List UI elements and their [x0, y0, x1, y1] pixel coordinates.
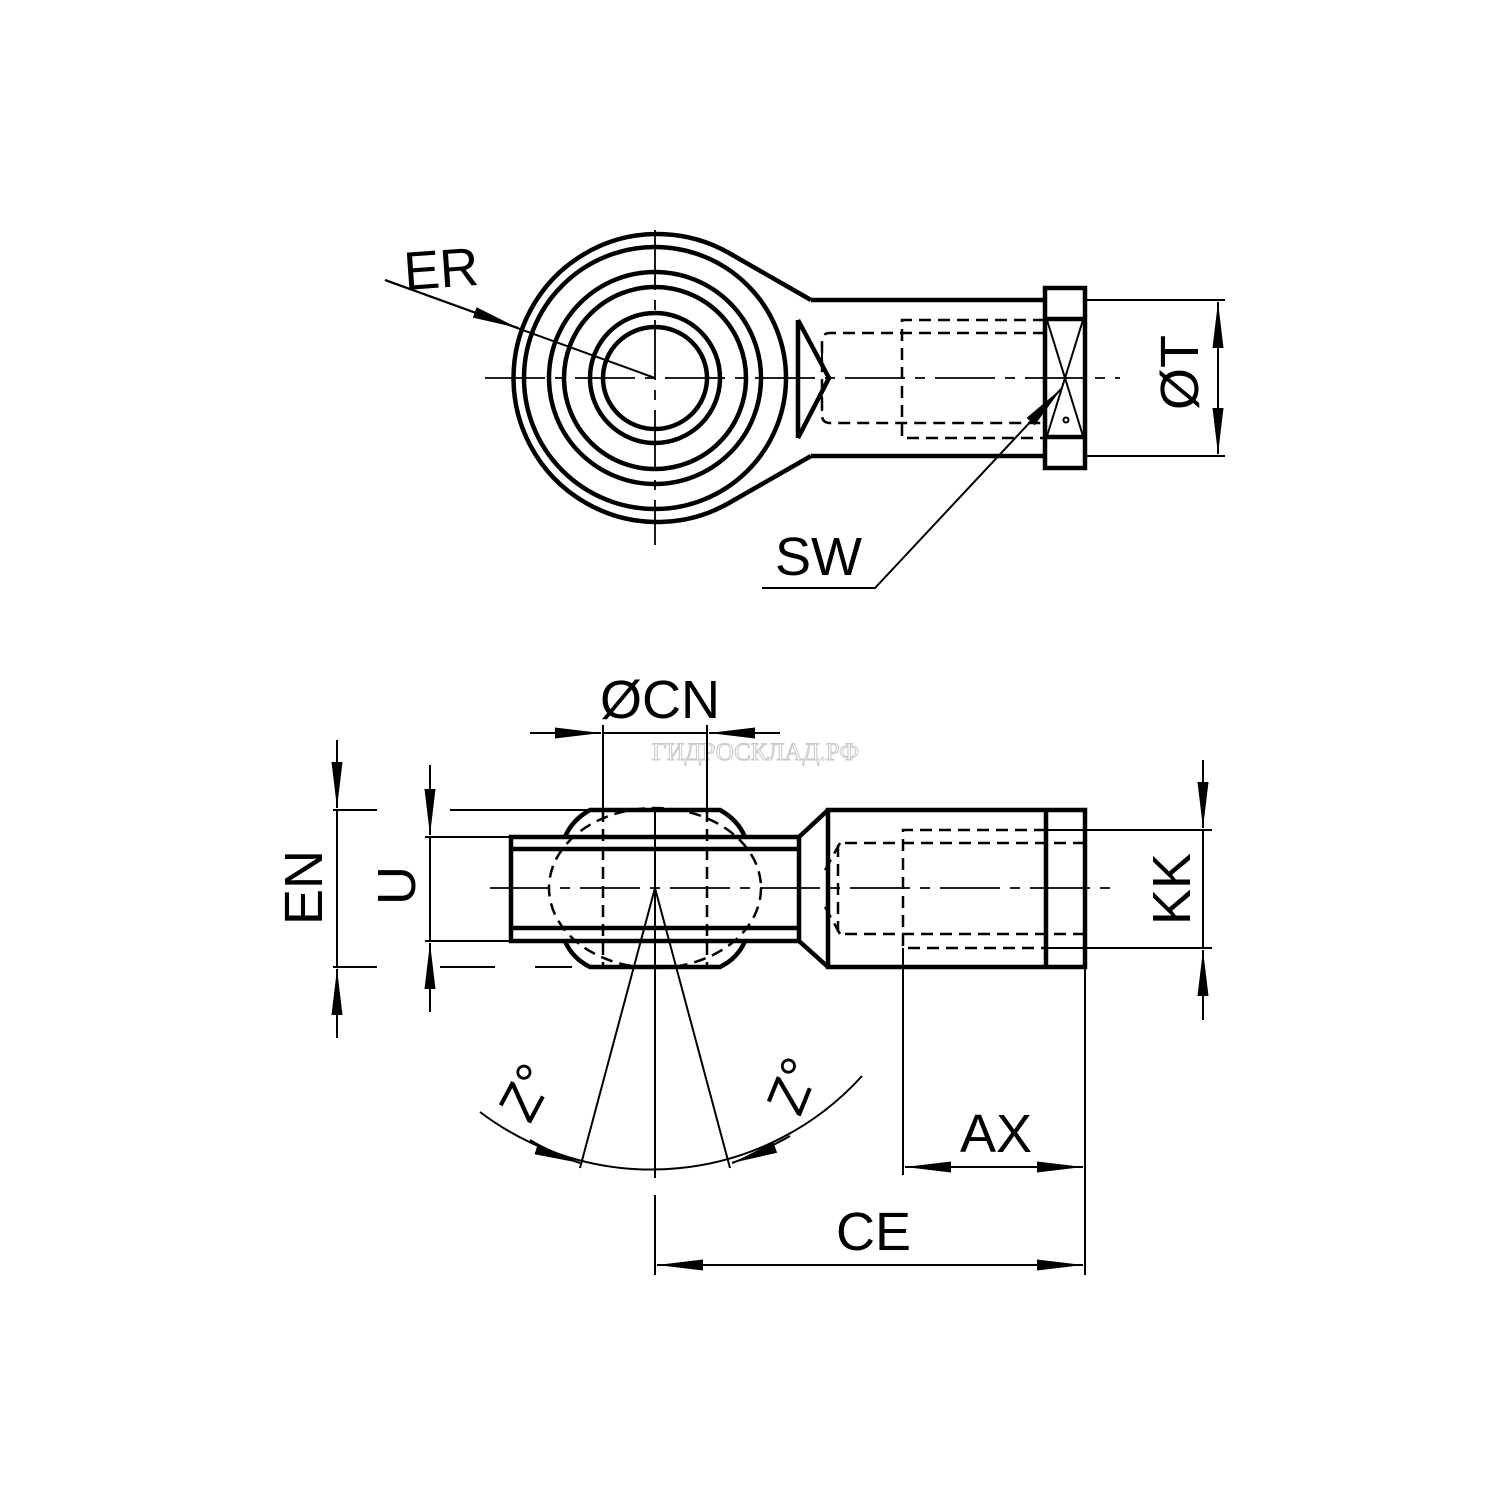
sw-label: SW — [775, 527, 862, 587]
en-label: EN — [274, 850, 334, 925]
hidden-bore — [820, 331, 1045, 425]
ce-label: CE — [836, 1202, 911, 1262]
top-view: ER SW ØT — [384, 230, 1225, 589]
er-label: ER — [402, 237, 481, 302]
thread-minor-hidden — [840, 841, 1085, 936]
swivel-arc — [479, 1075, 863, 1171]
t-extension-lines — [1085, 299, 1225, 457]
kk-extension-lines — [1046, 829, 1212, 949]
kk-label: KK — [1142, 853, 1202, 925]
t-label: ØT — [1150, 335, 1210, 410]
hidden-thread — [900, 318, 1045, 440]
hex-flats — [1045, 316, 1085, 440]
u-extension-lines — [425, 836, 511, 942]
z-arrow-right — [731, 1135, 791, 1164]
neck-cone-side — [797, 808, 830, 969]
cn-extension-lines — [602, 725, 708, 810]
swivel-angle-lines — [579, 887, 731, 1169]
sw-leader — [762, 387, 1063, 589]
cn-label: ØCN — [600, 670, 720, 730]
z-right-label: Z° — [755, 1049, 831, 1122]
side-view: ГИДРОСКЛАД.РФ ØCN EN U — [274, 670, 1212, 1275]
watermark: ГИДРОСКЛАД.РФ — [652, 739, 859, 766]
flat-dot — [1062, 416, 1070, 424]
ax-label: AX — [960, 1104, 1032, 1164]
thread-major-hidden — [901, 828, 1046, 950]
u-label: U — [367, 866, 427, 905]
z-arrow-left — [529, 1139, 581, 1164]
er-arrow — [384, 279, 519, 329]
z-left-label: Z° — [488, 1054, 567, 1130]
